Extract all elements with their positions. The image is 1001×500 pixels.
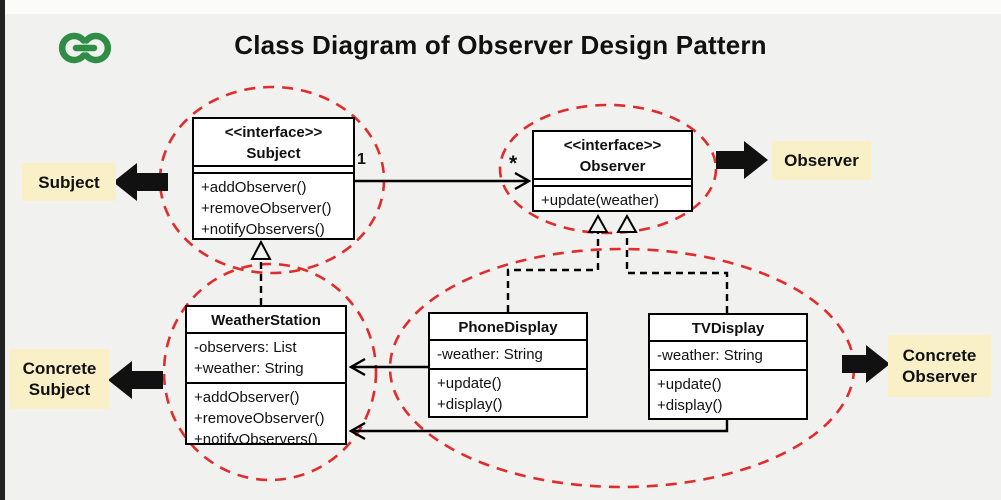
class-box-observer: <<interface>> Observer +update(weather): [532, 130, 693, 212]
class-member-line: +removeObserver(): [201, 200, 332, 217]
class-header: TVDisplay: [650, 315, 806, 342]
methods-compartment: +addObserver() +removeObserver() +notifyOb…: [194, 174, 353, 238]
realization-tvdisplay-observer: [616, 213, 729, 313]
geeksforgeeks-logo-icon: [52, 24, 118, 77]
image-left-border: [0, 0, 5, 500]
class-name: Subject: [246, 145, 301, 162]
concrete-subject-highlight-ellipse: [162, 262, 378, 482]
methods-compartment: +addObserver() +removeObserver() +notifyOb…: [187, 384, 345, 445]
class-header: PhoneDisplay: [430, 314, 586, 341]
class-member-line: -weather: String: [657, 347, 763, 364]
diagram-title: Class Diagram of Observer Design Pattern: [234, 30, 767, 60]
concrete-observer-role-label: Concrete Observer: [888, 335, 991, 397]
class-name: Observer: [579, 158, 646, 175]
attributes-compartment: -weather: String: [430, 341, 586, 370]
class-member-line: +update(): [657, 376, 722, 393]
class-name: PhoneDisplay: [458, 319, 558, 336]
class-name: WeatherStation: [211, 312, 321, 329]
class-member-line: +display(): [437, 396, 503, 413]
class-box-subject: <<interface>> Subject +addObserver() +rem…: [192, 117, 355, 240]
concrete-observer-callout-arrow-icon: [842, 345, 890, 383]
attributes-compartment: -weather: String: [650, 342, 806, 371]
association-subject-observer: [355, 171, 532, 191]
attributes-compartment: -observers: List +weather: String: [187, 334, 345, 384]
class-box-weatherstation: WeatherStation -observers: List +weather:…: [185, 305, 347, 445]
class-member-line: -observers: List: [194, 339, 297, 356]
class-member-line: +update(weather): [541, 192, 659, 209]
class-stereotype: <<interface>>: [224, 124, 323, 141]
association-tvdisplay-weatherstation: [348, 418, 729, 441]
class-member-line: +notifyObservers(): [201, 221, 325, 238]
top-strip: [0, 0, 1001, 14]
class-header: <<interface>> Observer: [534, 132, 691, 180]
class-name: TVDisplay: [691, 320, 765, 337]
association-phonedisplay-weatherstation: [348, 357, 428, 377]
methods-compartment: +update() +display(): [650, 371, 806, 418]
observer-role-label: Observer: [772, 141, 871, 180]
concrete-subject-callout-arrow-icon: [108, 361, 163, 399]
class-member-line: -weather: String: [437, 346, 543, 363]
class-member-line: +weather: String: [194, 360, 304, 377]
attributes-compartment: [534, 180, 691, 187]
observer-callout-arrow-icon: [716, 141, 768, 179]
class-member-line: +notifyObservers(): [194, 431, 318, 445]
multiplicity-subject-end: 1: [357, 151, 366, 168]
methods-compartment: +update() +display(): [430, 370, 586, 416]
attributes-compartment: [194, 167, 353, 174]
class-member-line: +addObserver(): [194, 389, 300, 406]
methods-compartment: +update(weather): [534, 187, 691, 210]
class-member-line: +addObserver(): [201, 179, 307, 196]
realization-weatherstation-subject: [250, 239, 272, 305]
subject-role-label: Subject: [22, 163, 116, 201]
class-header: WeatherStation: [187, 307, 345, 334]
realization-phonedisplay-observer: [506, 213, 609, 312]
class-box-phonedisplay: PhoneDisplay -weather: String +update()+…: [428, 312, 588, 418]
class-box-tvdisplay: TVDisplay -weather: String +update() +dis…: [648, 313, 808, 420]
multiplicity-observer-end: *: [509, 152, 518, 175]
class-member-line: +display(): [657, 397, 723, 414]
concrete-subject-role-label: Concrete Subject: [10, 349, 109, 409]
class-member-line: +update(): [437, 375, 502, 392]
subject-callout-arrow-icon: [113, 163, 168, 201]
class-header: <<interface>> Subject: [194, 119, 353, 167]
class-member-line: +removeObserver(): [194, 410, 325, 427]
class-stereotype: <<interface>>: [563, 137, 662, 154]
